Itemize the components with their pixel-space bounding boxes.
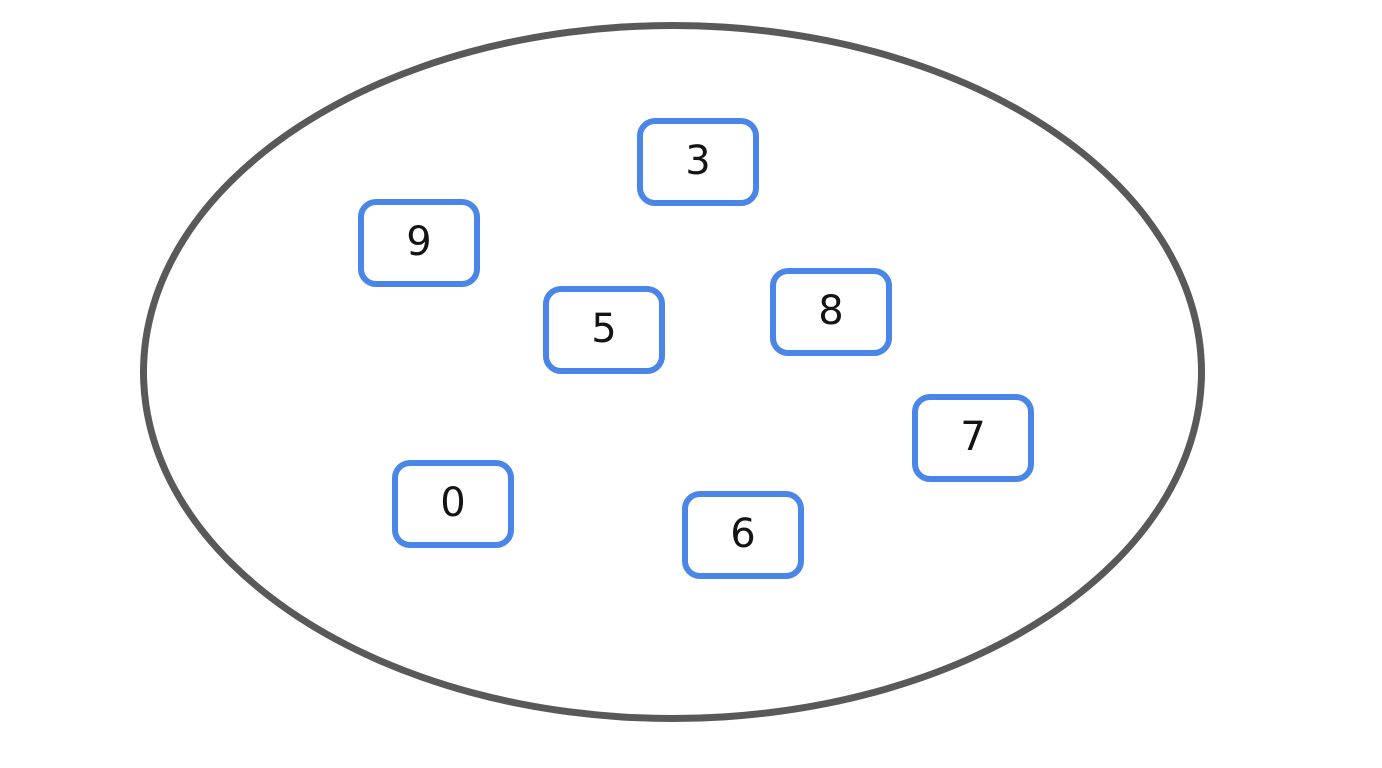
number-card-label: 3 [685, 138, 711, 184]
number-card-0[interactable]: 0 [392, 460, 514, 548]
number-card-label: 9 [406, 219, 432, 265]
number-card-label: 8 [818, 288, 844, 334]
number-card-8[interactable]: 8 [770, 268, 892, 356]
number-card-label: 0 [440, 480, 466, 526]
number-card-5[interactable]: 5 [543, 286, 665, 374]
number-card-7[interactable]: 7 [912, 394, 1034, 482]
number-card-9[interactable]: 9 [358, 199, 480, 287]
number-card-label: 6 [730, 511, 756, 557]
set-ellipse [140, 22, 1205, 722]
number-card-6[interactable]: 6 [682, 491, 804, 579]
number-card-label: 7 [960, 414, 986, 460]
number-card-3[interactable]: 3 [637, 118, 759, 206]
number-card-label: 5 [591, 306, 617, 352]
